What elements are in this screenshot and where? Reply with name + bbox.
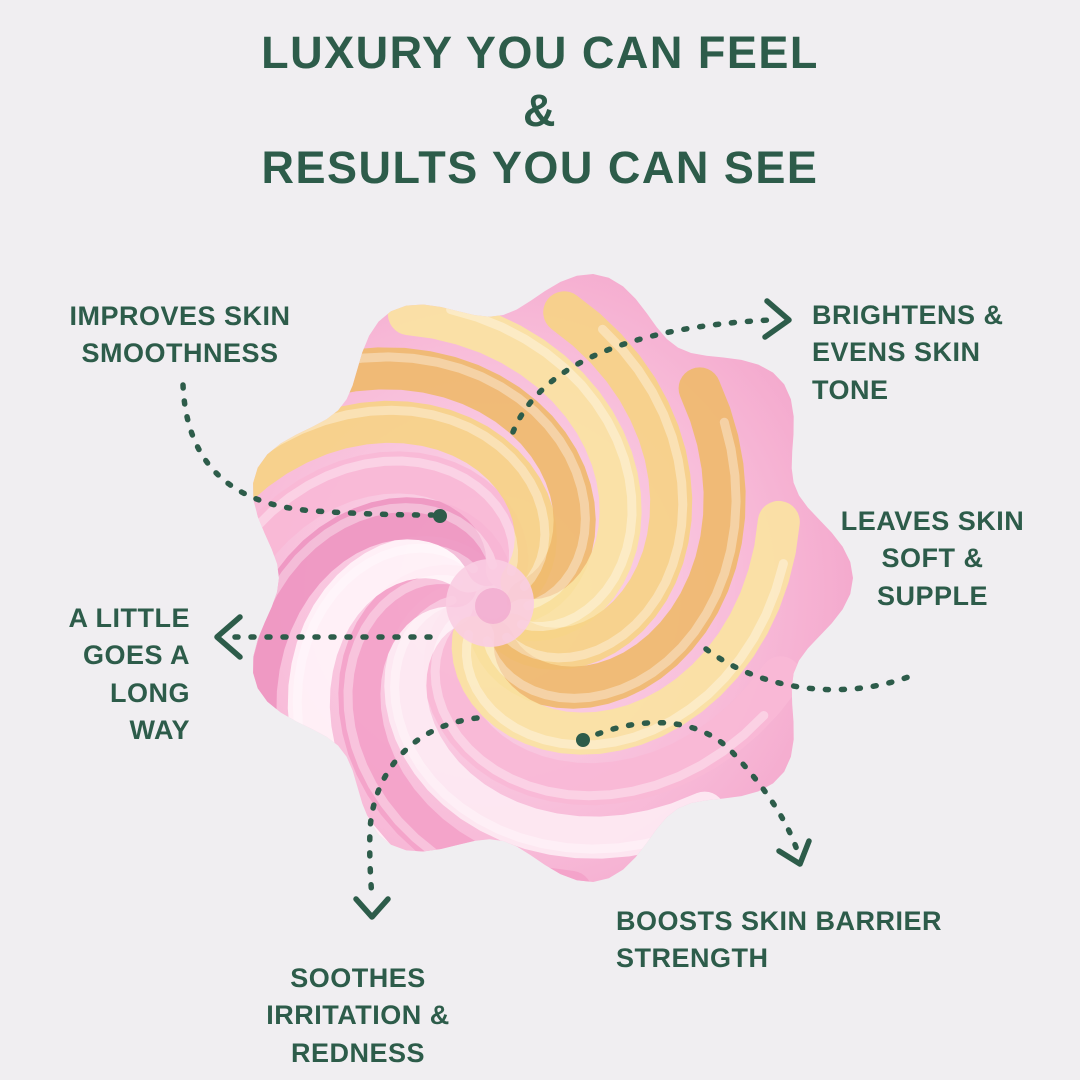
page-title: LUXURY YOU CAN FEEL & RESULTS YOU CAN SE…: [261, 27, 819, 194]
arrowhead-soothes-icon: [353, 896, 391, 920]
connector-improves: [180, 382, 435, 518]
callout-brightens-evens-skin-tone: BRIGHTENS & EVENS SKIN TONE: [812, 300, 1004, 405]
callout-leaves-skin-soft-supple: LEAVES SKIN SOFT & SUPPLE: [840, 506, 1025, 611]
callout-improves-skin-smoothness: IMPROVES SKIN SMOOTHNESS: [69, 301, 291, 369]
callout-boosts-skin-barrier-strength: BOOSTS SKIN BARRIER STRENGTH: [616, 906, 943, 974]
arrowhead-brightens-icon: [762, 298, 792, 340]
callout-soothes-irritation-redness: SOOTHES IRRITATION & REDNESS: [266, 963, 450, 1068]
callout-a-little-goes-a-long-way: A LITTLE GOES A LONG WAY: [68, 603, 190, 745]
connector-soothes: [366, 715, 480, 903]
connector-boosts: [580, 719, 800, 853]
product-swirl-image: [253, 274, 854, 882]
arrowhead-boosts-icon: [776, 838, 812, 867]
connector-brightens: [510, 317, 773, 435]
connector-dot-improves: [433, 509, 447, 523]
arrowhead-little-icon: [214, 614, 243, 660]
connector-leaves: [703, 646, 919, 693]
